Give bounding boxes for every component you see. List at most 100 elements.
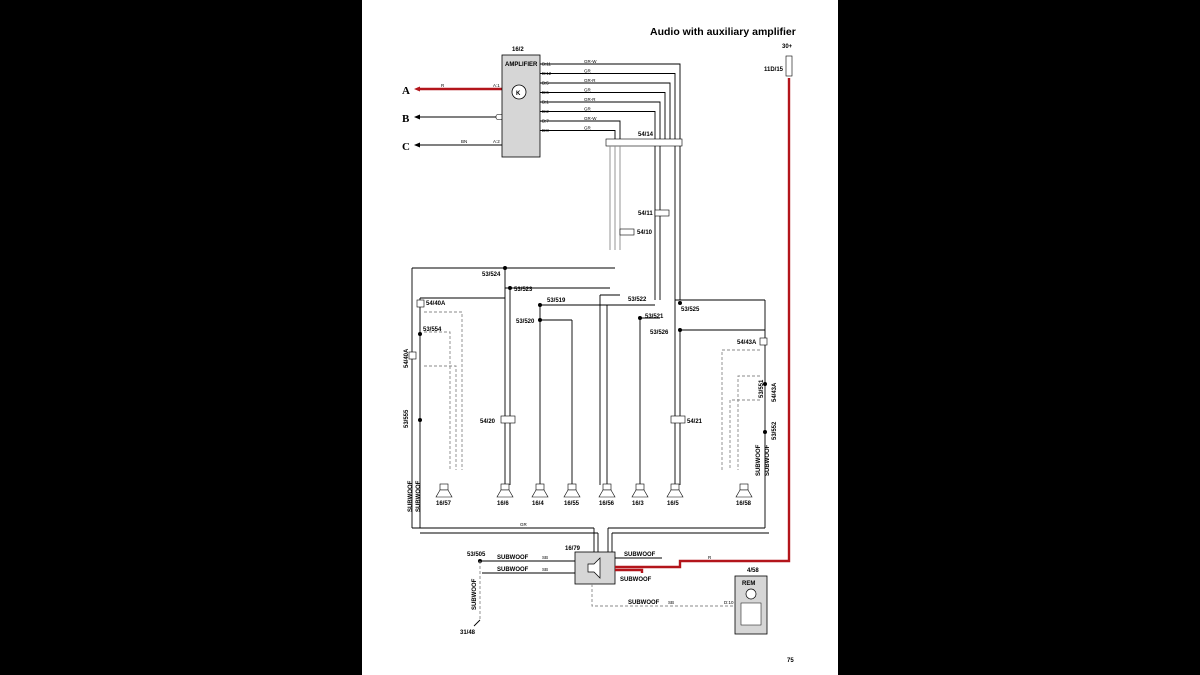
speaker-cone-icon — [666, 489, 684, 498]
connector-54-20-box — [500, 415, 516, 424]
wiring-diagram: Audio with auxiliary amplifier A R A:1 B… — [402, 26, 796, 664]
splice-53-524-label: 53/524 — [482, 272, 501, 278]
amplifier-wire-color: GR — [584, 107, 592, 112]
splice-53-555-dot — [418, 418, 422, 422]
speaker-16-58: 16/58 — [735, 483, 753, 507]
connector-54-21-label: 54/21 — [687, 419, 703, 425]
speaker-magnet — [635, 483, 645, 491]
line-a-arrow — [414, 86, 420, 92]
amplifier-output-wire — [540, 101, 661, 139]
speaker-16-55: 16/55 — [563, 483, 581, 507]
splice-53-505-label: 53/505 — [467, 552, 486, 558]
amplifier-pins: B:11B:12B:5B:6B:1B:2B:7B:8 — [542, 62, 552, 134]
trunk-wires: 54/11 54/10 — [609, 146, 681, 300]
connector-54-14: 54/14 — [605, 132, 683, 147]
speaker-ref: 16/6 — [497, 501, 509, 507]
splice-53-523-label: 53/523 — [514, 287, 533, 293]
splice-53-523-dot — [508, 286, 512, 290]
amplifier-output-wire — [540, 130, 616, 139]
subwoofer-speaker-icon — [587, 557, 601, 579]
speaker-magnet — [567, 483, 577, 491]
dashed-wire — [424, 311, 463, 470]
rem-pin: D:10 — [724, 600, 734, 605]
speaker-ref: 16/58 — [736, 501, 752, 507]
amplifier-wire-color: GR — [584, 69, 592, 74]
splice-53-551-dot — [763, 382, 767, 386]
speaker-ref: 16/55 — [564, 501, 580, 507]
speaker-magnet — [670, 483, 680, 491]
speaker-magnet — [439, 483, 449, 491]
splice-53-519-dot — [538, 303, 542, 307]
dashed-wire — [721, 349, 760, 470]
splice-53-526-dot — [678, 328, 682, 332]
amplifier-symbol-icon — [511, 84, 527, 100]
external-connections: A R A:1 B C BN A:2 — [402, 83, 504, 153]
amplifier-wire-color: GR — [584, 126, 592, 131]
amplifier-wire-color: GR-W — [584, 59, 597, 64]
line-a-label: A — [402, 85, 410, 97]
speaker-cone-icon — [435, 489, 453, 498]
subwoof-in-wire1: SB — [542, 555, 548, 560]
subwoofer-unit: 16/79 SUBWOOF R SUBWOOF SUBWOOF SUBWOOF … — [460, 78, 791, 636]
subwoof-rem-label: SUBWOOF — [628, 600, 660, 606]
connector-54-43a-b-label: 54/43A — [772, 382, 778, 402]
line-c-label: C — [402, 141, 410, 153]
line-b-label: B — [402, 113, 410, 125]
amplifier-symbol-glyph: K — [516, 91, 521, 97]
connector-54-40a-b-label: 54/40A — [404, 348, 410, 368]
line-c-arrow — [414, 142, 420, 148]
subwoof-rem-wire: SB — [668, 600, 674, 605]
amp-pin-a1: A:1 — [493, 83, 500, 88]
rem-label: REM — [742, 581, 755, 587]
power-feed-wire — [615, 78, 791, 569]
subwoof-label-right1: SUBWOOF — [756, 444, 762, 476]
amplifier-label: AMPLIFIER — [505, 62, 538, 68]
speaker-ref: 16/56 — [599, 501, 615, 507]
connector-54-40a-box — [416, 299, 425, 308]
amplifier-wire-color: GR-R — [584, 97, 596, 102]
connector-54-43a-box — [759, 337, 768, 346]
subwoof-ground-label: SUBWOOF — [472, 578, 478, 610]
right-rear-wiring: 53/551 54/43A 53/552 SUBWOOF SUBWOOF — [721, 349, 778, 476]
connector-54-14-label: 54/14 — [638, 132, 654, 138]
dashed-wire — [424, 331, 451, 470]
amp-pin-a2: A:2 — [493, 139, 500, 144]
subwoof-label-left2: SUBWOOF — [416, 480, 422, 512]
speaker-16-3: 16/3 — [631, 483, 649, 507]
dashed-wire — [424, 365, 457, 470]
ground-ref: 31/48 — [460, 630, 476, 636]
subwoofer-feed-wiring: GR — [412, 522, 769, 552]
power-feed-wire-color: R — [708, 555, 712, 560]
rem-module: 4/58 REM — [734, 568, 768, 635]
speaker-cone-icon — [598, 489, 616, 498]
splice-53-522-label: 53/522 — [628, 297, 647, 303]
speaker-magnet — [602, 483, 612, 491]
speaker-16-4: 16/4 — [531, 483, 549, 507]
splice-53-525-label: 53/525 — [681, 307, 700, 313]
subwoof-in-label1: SUBWOOF — [497, 555, 529, 561]
connector-54-10-box — [619, 228, 635, 236]
speaker-magnet — [500, 483, 510, 491]
splice-53-520-label: 53/520 — [516, 319, 535, 325]
schematic-page: Audio with auxiliary amplifier A R A:1 B… — [362, 0, 838, 675]
power-terminal-label: 30+ — [782, 44, 793, 50]
connector-11d-15-label: 11D/15 — [764, 67, 784, 73]
splice-53-554-label: 53/554 — [423, 327, 442, 333]
speaker-ref: 16/3 — [632, 501, 644, 507]
connector-54-40a-b-box — [408, 351, 417, 360]
subwoof-in-label2: SUBWOOF — [497, 567, 529, 573]
subwoofer-ref: 16/79 — [565, 546, 581, 552]
dashed-wire — [737, 375, 760, 470]
connector-54-11-box — [654, 209, 670, 217]
amplifier-wire-color: GR — [584, 88, 592, 93]
speaker-cone-icon — [563, 489, 581, 498]
splice-53-521-label: 53/521 — [645, 314, 664, 320]
splice-53-520-dot — [538, 318, 542, 322]
speaker-ref: 16/57 — [436, 501, 452, 507]
ground-wire — [473, 619, 481, 627]
splice-53-554-dot — [418, 332, 422, 336]
amplifier-wire-color: GR-R — [584, 78, 596, 83]
power-feed-wire — [615, 568, 644, 573]
subwoof-label-right2: SUBWOOF — [765, 444, 771, 476]
rem-symbol-icon — [745, 588, 757, 600]
